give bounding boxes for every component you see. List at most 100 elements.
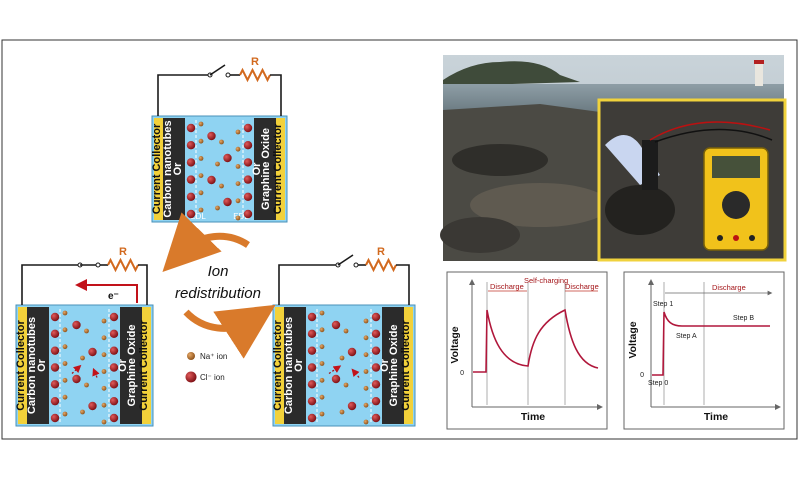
- cell-top-switch-open: [209, 64, 226, 76]
- cell-right-cl-ion: [331, 320, 341, 330]
- cell-top-cl-ion: [243, 141, 253, 150]
- cell-top-cl-ion: [223, 197, 232, 207]
- graph2-ylabel: Voltage: [627, 321, 639, 358]
- cell-left-right-collector-label: Current Collector: [138, 320, 150, 411]
- cell-right-na-ion: [319, 377, 325, 383]
- cell-top-na-ion: [198, 121, 204, 127]
- cell-left-cl-ion: [50, 363, 60, 372]
- cell-right-na-ion: [363, 402, 369, 408]
- graph2-zero: 0: [640, 372, 644, 379]
- cell-top-left-electrode: [163, 118, 185, 220]
- cell-right-resistor-label: R: [377, 246, 385, 258]
- cell-left-na-ion: [101, 352, 107, 358]
- cell-top-cl-ion: [243, 209, 253, 219]
- cell-right-cl-ion: [371, 396, 381, 406]
- cell-top-cl-ion: [243, 175, 253, 184]
- cell-right-cl-ion: [371, 329, 381, 339]
- cell-right-na-ion: [339, 409, 345, 415]
- graph2-discharge-label: Discharge: [712, 283, 746, 292]
- na-ion-swatch: [187, 352, 195, 360]
- cell-top-resistor-label: R: [251, 56, 259, 68]
- cell-left-electron-label: e⁻: [108, 291, 119, 302]
- cell-right-na-ion: [319, 327, 325, 333]
- cell-top-wire-right: [270, 74, 282, 116]
- cycle-label-redistribution: redistribution: [175, 285, 261, 302]
- cell-right-cl-ion: [371, 346, 381, 355]
- cell-right-na-ion: [343, 328, 349, 334]
- cell-top-na-ion: [235, 198, 241, 204]
- graph1-frame: [446, 271, 608, 430]
- cell-left-na-ion: [62, 377, 68, 383]
- graph1-phase-self-charging: Self-charging: [524, 276, 568, 285]
- cell-right-migration-arrow: [328, 365, 342, 375]
- cell-right-cl-ion: [307, 396, 317, 406]
- cell-left-or-right-label: Or: [117, 358, 129, 372]
- cell-left-na-ion: [80, 355, 85, 361]
- field-test-photo: [440, 55, 787, 262]
- cell-left-migration-arrow: [71, 364, 82, 374]
- redistribution-cycle: Ion redistribution: [162, 212, 276, 359]
- cell-right-cl-ion: [371, 363, 381, 372]
- cell-top-cl-ion: [186, 123, 196, 133]
- cell-top-right-collector: [276, 118, 285, 220]
- cell-left-cl-ion: [109, 363, 119, 372]
- cell-top-na-ion: [235, 181, 241, 187]
- cell-left-current-arrow: [75, 279, 138, 303]
- graph1-curve: [473, 308, 599, 373]
- cell-right-cl-ion: [371, 413, 381, 423]
- cell-right-switch-open: [337, 254, 354, 266]
- cell-right-right-collector-label: Current Collector: [400, 320, 412, 411]
- cell-top-or-label: Or: [172, 162, 184, 176]
- cell-right-cl-ion: [307, 329, 317, 339]
- graph2-step0: Step 0: [648, 380, 668, 387]
- cell-left-na-ion: [62, 327, 68, 333]
- cell-right-cl-ion: [307, 312, 317, 322]
- cell-left-cl-ion: [50, 413, 60, 423]
- cell-right-right-electrode: [382, 307, 404, 424]
- cell-right-wire-right: [396, 264, 410, 305]
- graph1-phase-discharge-2: Discharge: [565, 282, 599, 291]
- cell-left-na-ion: [101, 369, 107, 374]
- cell-left-left-electrode: [27, 307, 49, 424]
- cell-top-wire-left: [157, 74, 210, 116]
- cell-left-cl-ion: [109, 380, 119, 389]
- cell-top-na-ion: [198, 138, 204, 144]
- multimeter-display: [712, 156, 760, 178]
- cell-left-na-ion: [62, 394, 68, 400]
- cell-left-resistor-label: R: [119, 246, 127, 258]
- cell-left-cl-ion: [109, 396, 119, 406]
- graph2-stepA: Step A: [676, 333, 697, 340]
- cell-right-na-ion: [319, 394, 325, 400]
- cell-left-right-collector: [142, 307, 151, 424]
- cell-right-na-ion: [319, 344, 325, 350]
- cell-top-cl-ion: [207, 175, 216, 185]
- cell-right-na-ion: [363, 352, 369, 358]
- cell-left-left-collector: [18, 307, 27, 424]
- cell-top-cl-ion: [207, 131, 216, 141]
- cell-left-right-electrode-label: Graphine Oxide: [126, 325, 138, 407]
- cell-left-cl-ion: [109, 346, 119, 355]
- cell-right-cl-ion: [347, 347, 357, 357]
- cell-top-cl-ion: [186, 209, 196, 219]
- cell-device: [642, 140, 658, 190]
- cell-top-cl-ion: [223, 153, 232, 163]
- cell-right-cl-ion: [331, 374, 341, 384]
- cl-ion-label: Cl⁻ ion: [200, 373, 225, 382]
- cell-right-cl-ion: [307, 363, 317, 372]
- cell-left-switch-pin: [95, 262, 101, 268]
- ion-legend: Na⁺ ion Cl⁻ ion: [185, 352, 227, 383]
- graph1-xlabel: Time: [521, 411, 545, 423]
- cell-right-left-collector: [275, 307, 284, 424]
- graph2-stepB: Step B: [733, 315, 754, 322]
- cell-right-na-ion: [363, 335, 369, 341]
- cell-top-left-electrode-label: Carbon nanotubes: [162, 120, 174, 217]
- cell-right-or-right-label: Or: [379, 358, 391, 372]
- graph1-phase-discharge-1: Discharge: [490, 282, 524, 291]
- cell-left-cl-ion: [50, 380, 60, 389]
- cell-top-na-ion: [198, 190, 204, 196]
- cell-right-right-electrode-label: Graphine Oxide: [388, 325, 400, 407]
- graph-self-charging: Discharge Self-charging Discharge 0 Volt…: [446, 271, 608, 430]
- cell-left-cl-ion: [50, 312, 60, 322]
